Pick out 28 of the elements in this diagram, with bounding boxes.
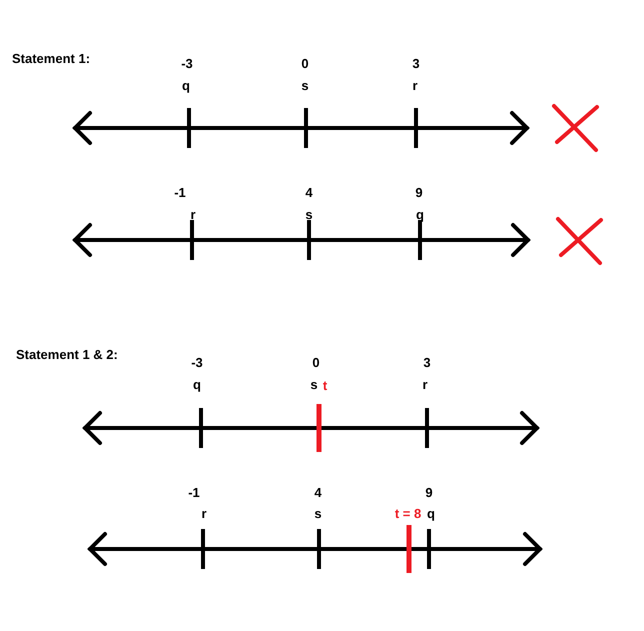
point-letter: q xyxy=(193,377,201,392)
point-letter: q xyxy=(416,207,424,222)
number-label: 9 xyxy=(415,185,423,200)
point-letter: s xyxy=(301,78,309,93)
point-letter: r xyxy=(422,377,428,392)
point-letter: t = 8 xyxy=(394,506,422,521)
number-label: 0 xyxy=(312,355,320,370)
number-label: 9 xyxy=(425,485,433,500)
point-letter: q xyxy=(182,78,190,93)
point-letter: q xyxy=(427,506,435,521)
statement-heading: Statement 1 & 2: xyxy=(16,347,118,362)
point-letter: r xyxy=(412,78,418,93)
point-letter: s xyxy=(310,377,318,392)
point-letter: r xyxy=(190,207,196,222)
number-label: 3 xyxy=(423,355,431,370)
point-letter: r xyxy=(201,506,207,521)
number-label: -3 xyxy=(191,355,203,370)
point-letter: s xyxy=(305,207,313,222)
number-label: 0 xyxy=(301,56,309,71)
number-label: -1 xyxy=(188,485,200,500)
number-label: -3 xyxy=(181,56,193,71)
point-letter: s xyxy=(314,506,322,521)
point-letter: t xyxy=(322,378,328,393)
number-label: 4 xyxy=(314,485,322,500)
statement-heading: Statement 1: xyxy=(12,51,90,66)
number-label: -1 xyxy=(174,185,186,200)
number-label: 3 xyxy=(412,56,420,71)
number-label: 4 xyxy=(305,185,313,200)
